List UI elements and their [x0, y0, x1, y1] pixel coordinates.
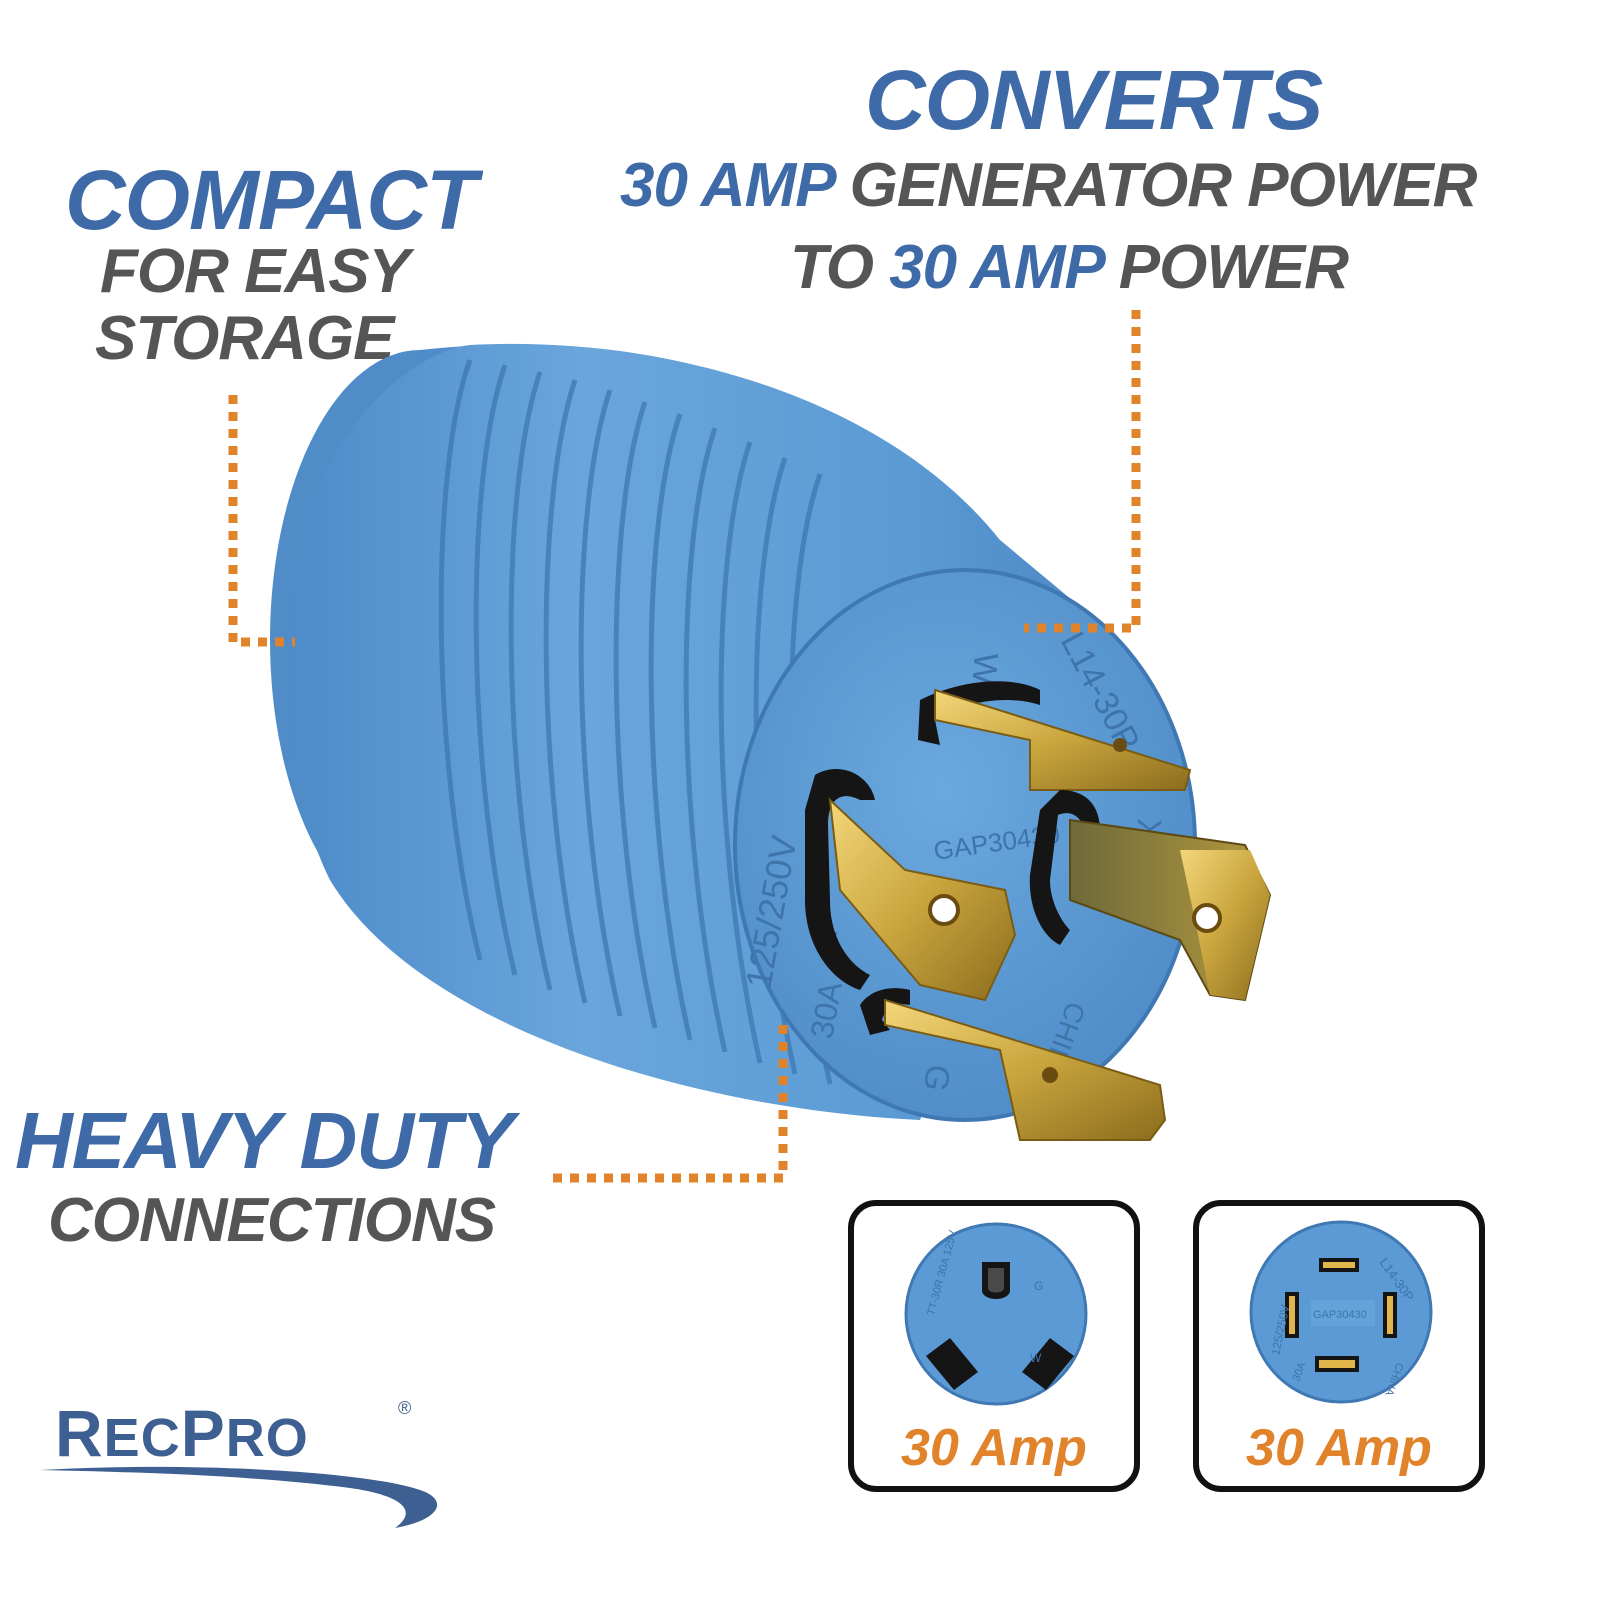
converts-line2-highlight: 30 AMP — [889, 233, 1103, 302]
logo-letter-p: P — [180, 1396, 226, 1470]
thumbnail-tt30r: TT-30R 30A 125V G W 30 Amp — [848, 1200, 1140, 1492]
tt30-socket-icon: TT-30R 30A 125V G W — [904, 1222, 1088, 1406]
converts-leader-line — [1024, 310, 1141, 633]
thumb-left-w: W — [1030, 1351, 1042, 1365]
converts-line1: 30 AMP GENERATOR POWER — [620, 150, 1478, 221]
thumbnail-label: 30 Amp — [901, 1419, 1087, 1477]
logo-letters-ro: RO — [225, 1408, 309, 1468]
heavy-duty-leader-line — [552, 1025, 788, 1183]
logo-letter-r: R — [55, 1396, 104, 1470]
heavy-duty-subtitle: CONNECTIONS — [48, 1186, 496, 1255]
converts-line2-prefix: TO — [790, 233, 890, 302]
marking-g: G — [916, 1062, 958, 1095]
thumbnail-label: 30 Amp — [1246, 1419, 1432, 1477]
compact-subtitle-line1: FOR EASY — [100, 237, 410, 306]
converts-line2-rest: POWER — [1102, 233, 1349, 302]
converts-line1-rest: GENERATOR POWER — [833, 151, 1478, 220]
l14-30p-plug-icon: GAP30430 L14-30P 125/250V 30A CHINA — [1249, 1220, 1433, 1404]
thumb-left-g: G — [1034, 1279, 1043, 1293]
recpro-logo: RECPRO — [55, 1395, 309, 1471]
registered-mark: ® — [398, 1398, 412, 1418]
thumb-right-part: GAP30430 — [1313, 1309, 1367, 1321]
converts-line2: TO 30 AMP POWER — [790, 232, 1349, 303]
leader-lines — [228, 310, 1141, 1183]
heavy-duty-title: HEAVY DUTY — [15, 1096, 514, 1185]
compact-leader-line — [228, 395, 295, 647]
logo-letters-ec: EC — [103, 1408, 181, 1468]
plug-pins — [805, 681, 1272, 1141]
marking-w: W — [964, 651, 1005, 686]
compact-subtitle-line2: STORAGE — [95, 304, 394, 373]
converts-line1-highlight: 30 AMP — [620, 151, 834, 220]
converts-title: CONVERTS — [865, 53, 1323, 147]
thumbnail-l14-30p: GAP30430 L14-30P 125/250V 30A CHINA 30 A… — [1193, 1200, 1485, 1492]
logo-swoosh — [40, 1466, 438, 1528]
compact-title: COMPACT — [65, 153, 477, 247]
